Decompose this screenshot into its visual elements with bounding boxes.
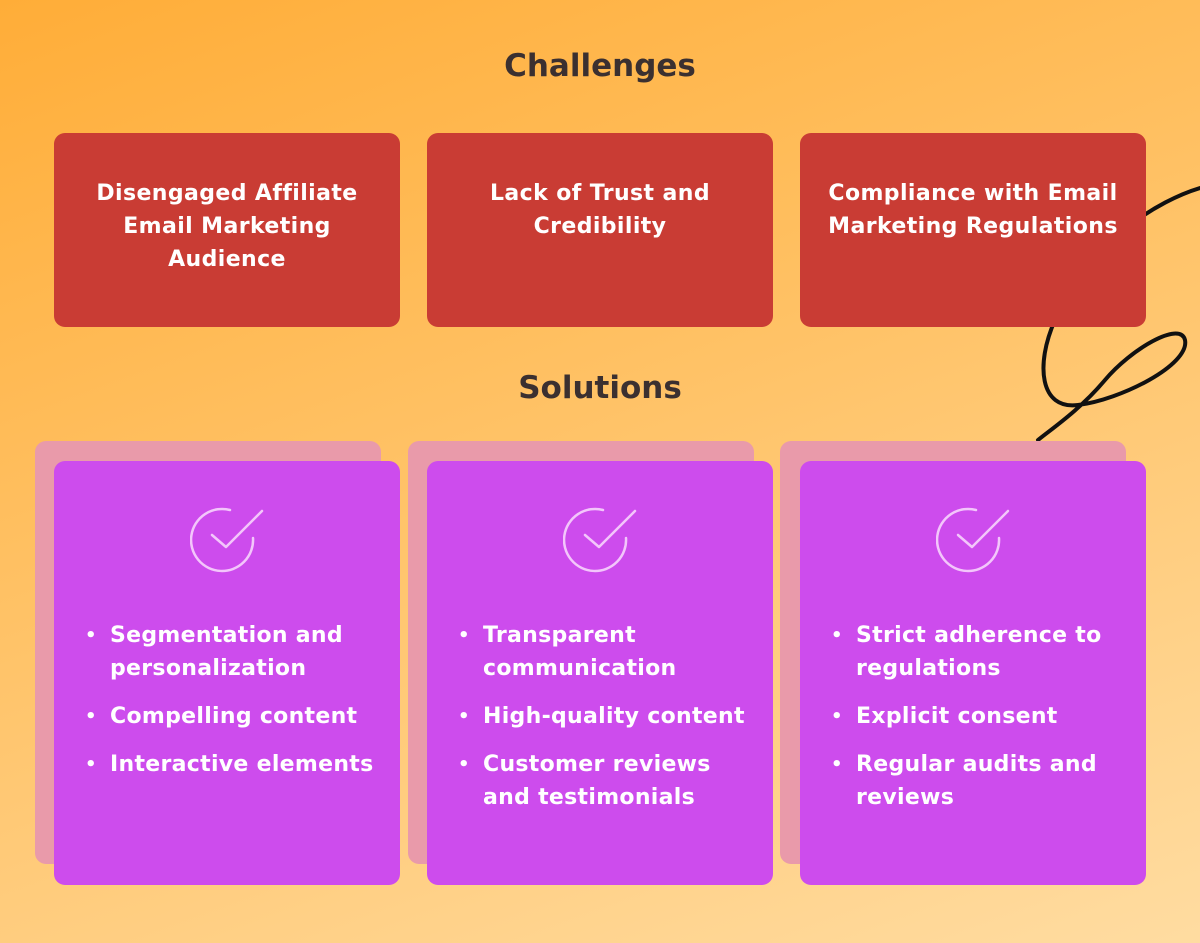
solution-card-trust: Transparent communication High-quality c… bbox=[427, 461, 773, 885]
check-circle-icon bbox=[936, 507, 1010, 573]
list-item: Explicit consent bbox=[831, 700, 1128, 733]
challenge-text: Lack of Trust and Credibility bbox=[490, 181, 710, 239]
check-circle-icon bbox=[190, 507, 264, 573]
list-item: Customer reviews and testimonials bbox=[458, 748, 755, 814]
list-item: Transparent communication bbox=[458, 619, 755, 685]
challenge-card-trust: Lack of Trust and Credibility bbox=[427, 133, 773, 327]
solutions-heading: Solutions bbox=[518, 370, 682, 406]
challenge-text: Disengaged Affiliate Email Marketing Aud… bbox=[96, 181, 358, 272]
list-item: Regular audits and reviews bbox=[831, 748, 1128, 814]
list-item: Compelling content bbox=[85, 700, 382, 733]
list-item: Segmentation and personalization bbox=[85, 619, 382, 685]
list-item: Strict adherence to regulations bbox=[831, 619, 1128, 685]
solution-card-audience: Segmentation and personalization Compell… bbox=[54, 461, 400, 885]
challenge-card-compliance: Compliance with Email Marketing Regulati… bbox=[800, 133, 1146, 327]
solution-list: Transparent communication High-quality c… bbox=[458, 619, 755, 829]
list-item: High-quality content bbox=[458, 700, 755, 733]
challenges-heading: Challenges bbox=[504, 48, 696, 84]
challenge-card-audience: Disengaged Affiliate Email Marketing Aud… bbox=[54, 133, 400, 327]
solution-list: Strict adherence to regulations Explicit… bbox=[831, 619, 1128, 829]
solution-list: Segmentation and personalization Compell… bbox=[85, 619, 382, 796]
check-circle-icon bbox=[563, 507, 637, 573]
challenge-text: Compliance with Email Marketing Regulati… bbox=[828, 181, 1118, 239]
list-item: Interactive elements bbox=[85, 748, 382, 781]
solution-card-compliance: Strict adherence to regulations Explicit… bbox=[800, 461, 1146, 885]
